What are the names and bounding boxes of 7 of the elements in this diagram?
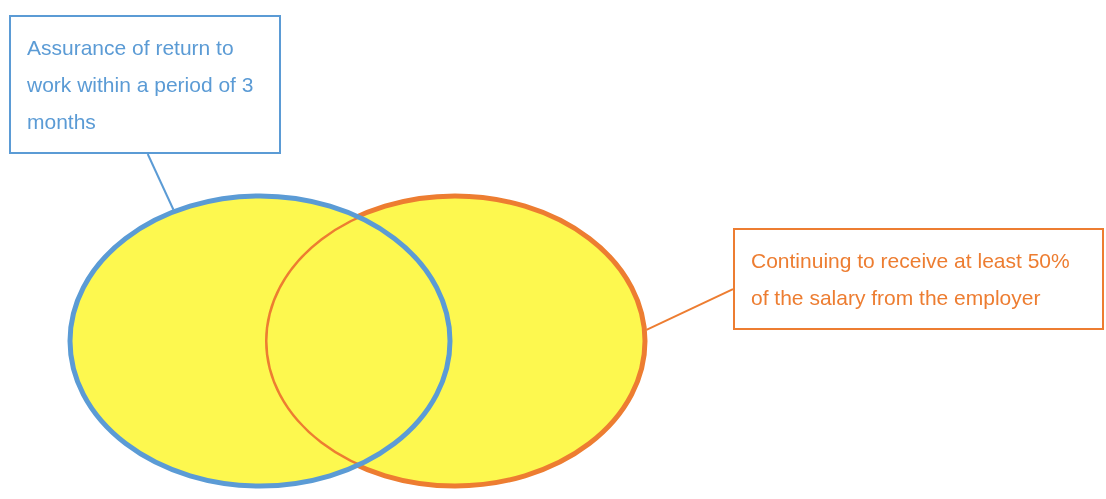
leader-line [645, 288, 734, 331]
callout-box [733, 228, 1104, 330]
callout-text: Assurance of return to work within a period of 3 months [27, 35, 255, 135]
callout-box [9, 15, 281, 154]
venn-ellipse [263, 194, 647, 488]
callout-text: Continuing to receive at least 50% of the salary from the employer [751, 248, 1071, 311]
leader-line [146, 153, 175, 211]
